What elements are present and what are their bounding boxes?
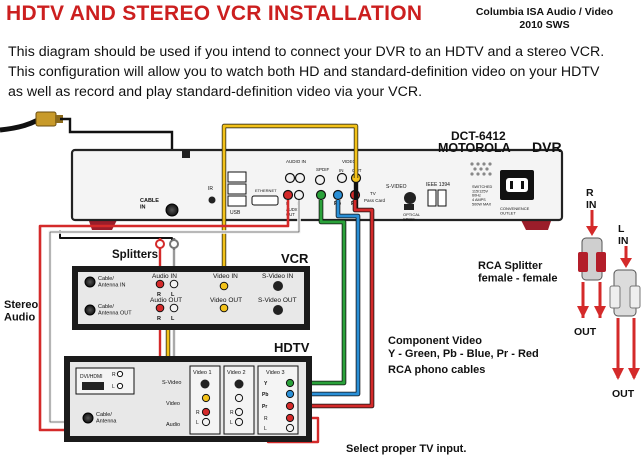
dvr-svideo-label: S-VIDEO (386, 184, 407, 190)
vcr-audio-out-l: L (171, 316, 175, 322)
hdtv-v1-l: L (196, 420, 199, 426)
hdtv-dvi-label: DVI/HDMI (80, 374, 103, 380)
dvr-video-label: VIDEO (342, 159, 357, 164)
vcr-svideo-in-label: S-Video IN (262, 273, 294, 280)
hdtv-label: HDTV (274, 340, 310, 355)
hdtv-pr-text: Pr (262, 404, 267, 410)
intro-line-1: This diagram should be used if you inten… (8, 44, 605, 60)
dvr-model: DCT-6412 (451, 129, 506, 143)
hdtv-dvi-r: R (112, 372, 116, 378)
hdtv-video-label: Video (166, 401, 180, 407)
dvr-cable-in-jack (165, 203, 179, 217)
hdtv-v2-r: R (230, 410, 234, 416)
r-out-label: OUT (574, 326, 597, 338)
dvr-ir-label: IR (208, 186, 213, 192)
vcr-audio-out-label: Audio OUT (150, 297, 182, 304)
dvr-audio-in-label: AUDIO IN (286, 159, 306, 164)
dvr-pb-jack (332, 189, 344, 201)
credit-line-2: 2010 SWS (519, 19, 570, 31)
dvr-svideo-jack (404, 192, 416, 204)
hdtv-cable-label: Cable/Antenna (96, 412, 117, 424)
hdtv-v3-l: L (264, 426, 267, 432)
credit-line-1: Columbia ISA Audio / Video (475, 6, 614, 18)
dvr-brand: MOTOROLA (438, 141, 511, 155)
page-title: HDTV AND STEREO VCR INSTALLATION (6, 2, 423, 25)
splitters-label: Splitters (112, 249, 158, 261)
dvr-ir-jack (208, 196, 216, 204)
vcr-audio-in-l: L (171, 292, 175, 298)
hdtv-v2-l: L (230, 420, 233, 426)
intro-text: This diagram should be used if you inten… (8, 42, 638, 102)
hdtv-pb-text: Pb (262, 392, 268, 398)
vcr-svideo-out-label: S-Video OUT (258, 297, 297, 304)
vcr-cable-out-label: Cable/Antenna OUT (98, 304, 132, 316)
hdtv-video1-label: Video 1 (193, 370, 212, 376)
vcr-unit: VCR Cable/Antenna IN Cable/Antenna OUT A… (72, 251, 310, 330)
hdtv-v3-r: R (264, 416, 268, 422)
select-input-label: Select proper TV input. (346, 443, 466, 455)
dvr-y-jack (315, 189, 327, 201)
intro-line-2: This configuration will allow you to wat… (8, 64, 600, 80)
dvr-audio-out-l-jack (293, 189, 305, 201)
dvr-vent (470, 162, 492, 176)
vcr-video-in-label: Video IN (213, 273, 238, 280)
hdtv-v1-r: R (196, 410, 200, 416)
dvr-serial-label: ETHERNET (255, 188, 277, 193)
splitter-pair (155, 239, 179, 249)
dvr-label: DVR (532, 139, 562, 155)
vcr-cable-in-label: Cable/Antenna IN (98, 276, 126, 288)
vcr-video-out-label: Video OUT (210, 297, 242, 304)
credit: Columbia ISA Audio / Video 2010 SWS (452, 6, 637, 32)
hdtv-y-text: Y (264, 381, 268, 387)
component-title: Component Video (388, 335, 482, 347)
dvr-tv-text: TV (370, 191, 376, 196)
vcr-audio-in-label: Audio IN (152, 273, 177, 280)
hdtv-svideo-label: S-Video (162, 380, 181, 386)
component-colors: Y - Green, Pb - Blue, Pr - Red (388, 348, 539, 360)
dvr-audio-out-r-jack (282, 189, 294, 201)
vcr-label: VCR (281, 251, 309, 266)
rca-cables-label: RCA phono cables (388, 364, 485, 376)
dvr-usb-label: USB (230, 210, 241, 216)
dvr-spdif-label: SPDIF (316, 167, 330, 172)
hdtv-video2-label: Video 2 (227, 370, 246, 376)
vcr-audio-in-r: R (157, 292, 161, 298)
hdtv-video3-label: Video 3 (266, 370, 285, 376)
dvr-video-in-label: IN (339, 168, 344, 173)
dvr-pass-card-text: Pass Card (364, 198, 386, 203)
vcr-audio-out-r: R (157, 316, 161, 322)
hdtv-dvi-l: L (112, 384, 115, 390)
hdtv-unit: HDTV DVI/HDMI R L Cable/Antenna S-Video … (64, 340, 312, 442)
vcr-panel (78, 272, 304, 324)
hdtv-audio-label: Audio (166, 422, 180, 428)
l-out-label: OUT (612, 388, 635, 400)
intro-line-3: as well as record and play standard-defi… (8, 84, 423, 100)
dvr-ieee-label: IEEE 1394 (426, 182, 450, 188)
